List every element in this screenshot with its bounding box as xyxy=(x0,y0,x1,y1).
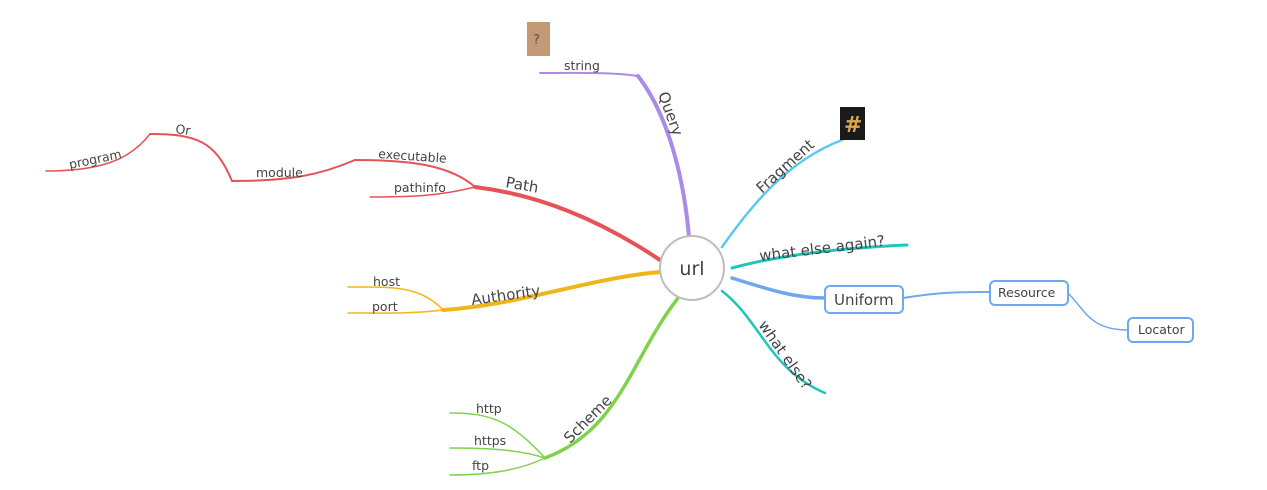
pathinfo-label[interactable]: pathinfo xyxy=(394,180,446,195)
https-connector xyxy=(449,447,546,459)
locator-label: Locator xyxy=(1138,322,1185,337)
https-label[interactable]: https xyxy=(474,433,506,448)
authority-connector xyxy=(441,270,662,312)
uniform-node[interactable] xyxy=(824,285,904,314)
fragment-label[interactable]: Fragment xyxy=(753,136,818,197)
module-label[interactable]: module xyxy=(256,165,303,180)
branch-authority[interactable]: Authority host port xyxy=(347,270,662,314)
branch-fragment[interactable]: Fragment # xyxy=(720,107,865,249)
again-connector xyxy=(730,243,909,270)
locator-connector xyxy=(1067,292,1129,331)
branch-scheme[interactable]: Scheme http https ftp xyxy=(449,296,680,476)
resource-connector xyxy=(902,291,991,299)
host-connector xyxy=(347,286,444,311)
port-label[interactable]: port xyxy=(372,299,398,314)
program-label[interactable]: program xyxy=(68,146,123,172)
what-else-again-label[interactable]: what else again? xyxy=(758,232,886,265)
ftp-label[interactable]: ftp xyxy=(472,458,489,473)
fragment-connector xyxy=(720,138,844,249)
root-node[interactable]: url xyxy=(659,235,725,301)
port-connector xyxy=(347,309,444,314)
svg-text:#: # xyxy=(844,113,862,138)
string-label[interactable]: string xyxy=(564,58,600,73)
svg-text:?: ? xyxy=(533,33,540,48)
executable-connector xyxy=(354,159,476,188)
branch-what-else-again[interactable]: what else again? xyxy=(730,232,909,270)
http-connector xyxy=(449,412,546,459)
uniform-label: Uniform xyxy=(834,291,894,309)
question-mark-icon: ? xyxy=(527,22,550,56)
path-label[interactable]: Path xyxy=(504,173,540,196)
scheme-connector xyxy=(543,296,680,460)
program-connector xyxy=(45,133,151,172)
what-else-connector xyxy=(720,289,827,395)
authority-label[interactable]: Authority xyxy=(470,281,541,309)
scheme-label[interactable]: Scheme xyxy=(560,391,615,446)
or-connector xyxy=(149,133,233,182)
branch-uniform[interactable]: Uniform Resource Locator xyxy=(730,276,1194,343)
locator-node[interactable] xyxy=(1127,317,1194,343)
hash-icon: # xyxy=(840,107,865,140)
path-connector xyxy=(473,185,662,262)
uniform-connector xyxy=(730,276,827,300)
branch-what-else[interactable]: what else? xyxy=(720,289,827,395)
ftp-connector xyxy=(449,457,546,476)
what-else-label[interactable]: what else? xyxy=(755,317,816,393)
resource-label: Resource xyxy=(998,285,1056,300)
http-label[interactable]: http xyxy=(476,401,502,416)
module-connector xyxy=(231,159,356,182)
host-label[interactable]: host xyxy=(373,274,400,289)
root-label: url xyxy=(679,258,704,280)
pathinfo-connector xyxy=(369,186,476,198)
query-connector xyxy=(636,74,691,239)
branch-path[interactable]: Path executable pathinfo module Or progr… xyxy=(45,121,662,262)
or-label[interactable]: Or xyxy=(175,121,193,138)
string-connector xyxy=(539,71,639,77)
executable-label[interactable]: executable xyxy=(378,146,448,166)
